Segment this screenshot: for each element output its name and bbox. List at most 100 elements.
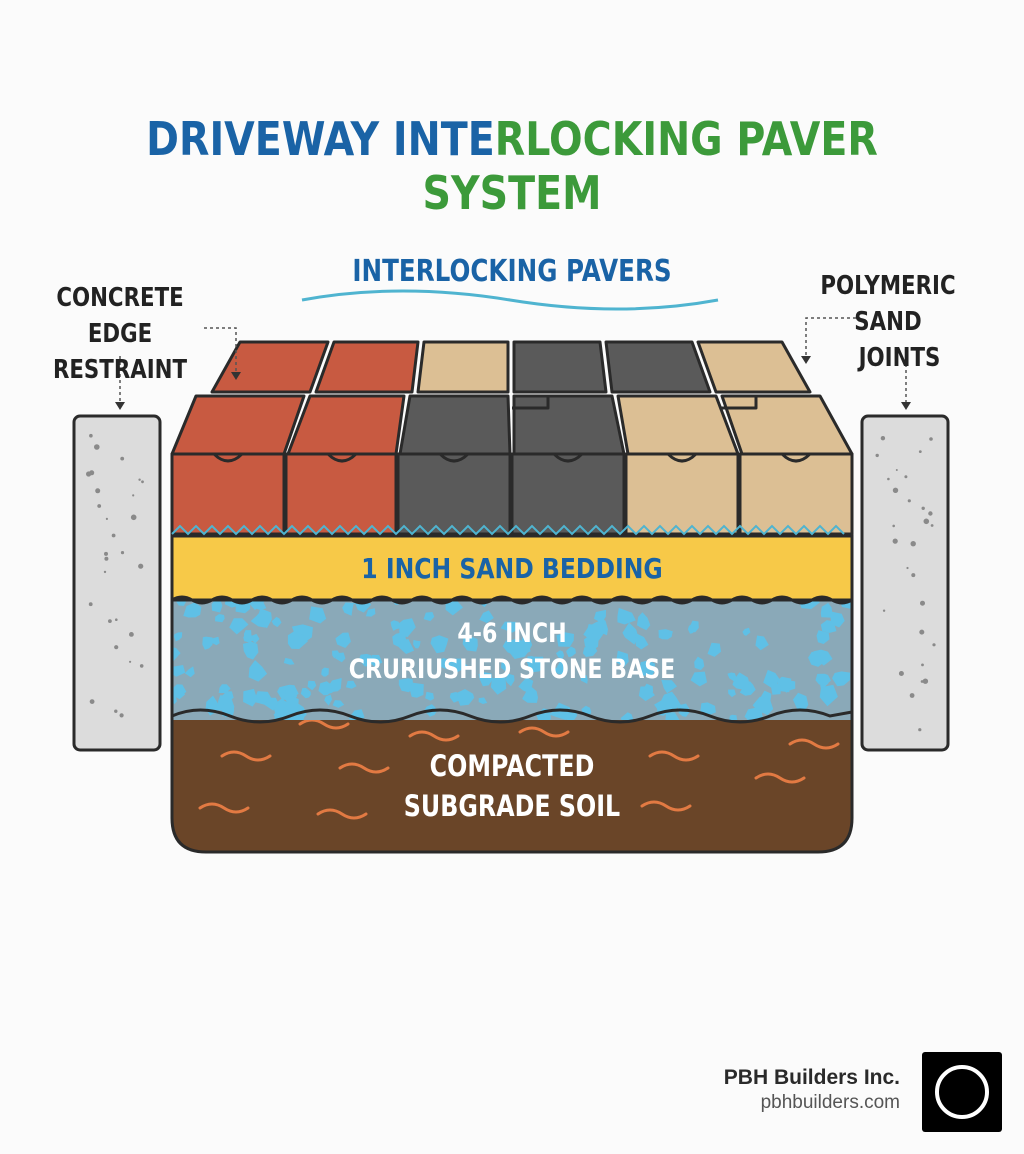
paver-front-5 — [624, 452, 740, 536]
stone-chip — [593, 609, 606, 624]
concrete-speckle — [115, 618, 118, 621]
concrete-speckle — [97, 504, 102, 508]
concrete-speckle — [892, 524, 895, 528]
stone-chip — [264, 697, 279, 711]
stone-chip — [287, 630, 308, 649]
label-concrete-edge-line1: CONCRETE EDGE — [56, 283, 184, 349]
leader-lines — [119, 317, 907, 404]
concrete-speckle — [119, 713, 124, 718]
stone-chip — [202, 636, 213, 650]
concrete-speckle — [120, 456, 125, 461]
paver-front-2 — [284, 452, 398, 536]
stone-chip — [665, 712, 680, 720]
stone-chip — [342, 602, 354, 616]
stone-chip — [522, 685, 538, 703]
concrete-speckle — [138, 563, 144, 569]
concrete-speckle — [929, 437, 933, 441]
stone-chip — [566, 646, 576, 658]
label-concrete-edge-line2: RESTRAINT — [52, 355, 188, 385]
concrete-edge-left — [72, 414, 162, 752]
stone-chip — [815, 673, 831, 685]
stone-chip — [248, 660, 268, 682]
stone-chip — [258, 608, 272, 629]
concrete-speckle — [887, 477, 890, 481]
stone-chip — [291, 624, 313, 643]
title-part-blue: DRIVEWAY INTE — [146, 112, 495, 166]
stone-chip — [583, 622, 604, 641]
concrete-speckle — [923, 518, 930, 525]
concrete-speckle — [919, 629, 925, 635]
concrete-speckle — [103, 570, 107, 574]
concrete-speckle — [95, 488, 101, 494]
stone-chip — [457, 689, 475, 706]
stone-chip — [727, 672, 737, 682]
stone-chip — [359, 653, 373, 667]
stone-chip — [307, 680, 317, 691]
concrete-speckle — [129, 632, 134, 637]
stone-chip — [732, 672, 750, 690]
concrete-speckle — [138, 478, 141, 481]
pavers-label-wave — [301, 289, 719, 311]
stone-chip — [478, 697, 488, 704]
stone-chip — [580, 675, 588, 684]
stone-chip — [332, 650, 340, 659]
concrete-speckle — [911, 573, 916, 578]
stone-chip — [218, 684, 231, 693]
concrete-speckle — [132, 494, 135, 497]
paver-front-4 — [510, 452, 626, 536]
paver-back-6 — [696, 340, 812, 394]
stone-chip — [478, 672, 493, 687]
stone-chip — [211, 636, 220, 646]
stone-chip — [215, 614, 225, 623]
stone-chip — [172, 647, 181, 662]
paver-front-3 — [396, 452, 512, 536]
logo-ring-icon — [935, 1065, 989, 1119]
stone-chip — [183, 602, 202, 618]
concrete-speckle — [104, 551, 108, 556]
stone-chip — [639, 660, 656, 676]
brand-url[interactable]: pbhbuilders.com — [760, 1092, 900, 1113]
stone-chip — [658, 629, 673, 640]
stone-chip — [820, 602, 833, 618]
stone-chip — [620, 712, 634, 720]
stone-chip — [318, 681, 332, 696]
stone-chip — [335, 632, 351, 648]
concrete-speckle — [880, 436, 886, 441]
stone-chip — [816, 630, 830, 644]
stone-chip — [638, 686, 655, 702]
stone-chip — [770, 682, 781, 695]
stone-chip — [744, 707, 764, 720]
stone-chip — [557, 661, 565, 672]
stone-chip — [425, 691, 434, 701]
concrete-speckle — [89, 433, 93, 438]
concrete-speckle — [139, 664, 144, 668]
stone-chip — [440, 657, 450, 669]
paver-front-1 — [170, 452, 286, 536]
stone-chip — [526, 656, 537, 667]
stone-chip — [690, 671, 707, 687]
stone-chip — [518, 677, 534, 694]
sand-layer — [170, 534, 854, 605]
stone-chip — [636, 612, 651, 631]
stone-chip — [728, 689, 736, 698]
stone-chip — [345, 680, 357, 689]
stone-chip — [399, 639, 415, 654]
stone-chip — [490, 677, 507, 695]
concrete-speckle — [898, 671, 904, 676]
stone-chip — [510, 643, 526, 658]
concrete-speckle — [89, 699, 95, 704]
stone-chip — [390, 620, 401, 631]
concrete-speckle — [910, 541, 916, 547]
paver-back-4 — [512, 340, 608, 394]
stone-chip — [739, 681, 756, 696]
stone-chip — [251, 633, 260, 644]
stone-chip — [729, 714, 738, 720]
paver-front-6 — [738, 452, 854, 536]
stone-chip — [479, 610, 494, 623]
stone-chip — [309, 606, 327, 624]
stone-chip — [174, 632, 183, 642]
stone-chip — [243, 688, 258, 707]
stone-chip — [742, 627, 751, 636]
concrete-speckle — [921, 506, 925, 510]
concrete-speckle — [918, 450, 922, 453]
